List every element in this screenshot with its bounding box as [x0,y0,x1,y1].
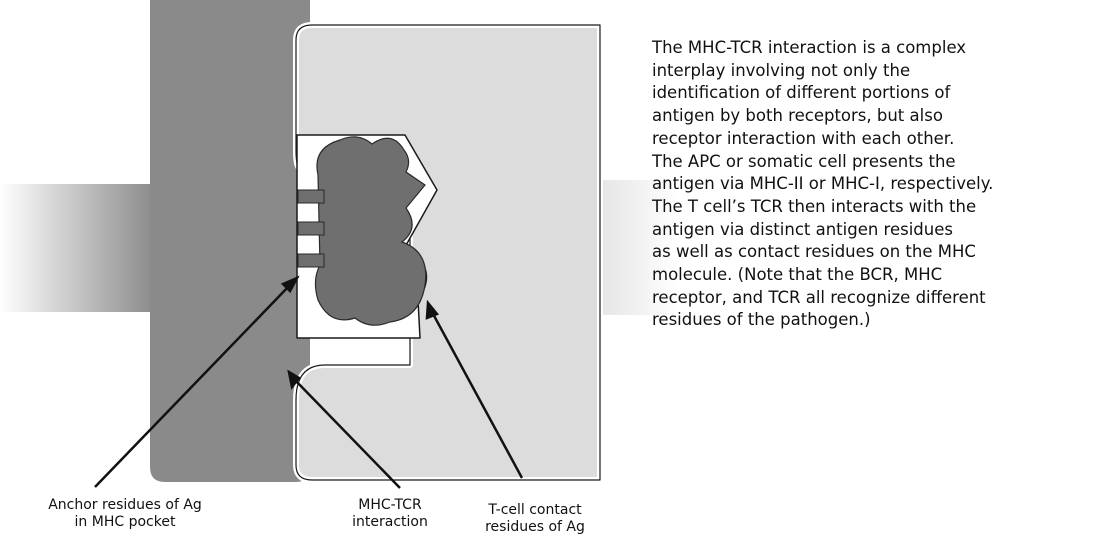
mhc-stalk [0,184,155,312]
mhc-tcr-interaction-label: MHC-TCR interaction [352,497,428,530]
tcell-contact-arrowhead [425,299,440,320]
anchor-residues-arrow [94,284,291,488]
antigen-body [314,136,427,326]
mhc-tcr-interaction-arrowhead [287,369,301,390]
mhc-body [150,0,310,482]
description-text: The MHC-TCR interaction is a complex int… [652,38,994,330]
anchor-residue [297,189,325,204]
tcell-contact-residues-label: T-cell contact residues of Ag [485,502,585,535]
mhc-tcr-interaction-arrow [294,379,401,489]
anchor-residue [297,253,325,268]
anchor-residues-label: Anchor residues of Ag in MHC pocket [48,497,202,530]
pointer-arrows [94,275,524,489]
anchor-residue [297,221,325,236]
tcell-contact-arrow [430,311,524,479]
anchor-residues-arrowhead [280,275,300,294]
antigen [297,136,427,326]
mhc-molecule [0,0,310,482]
